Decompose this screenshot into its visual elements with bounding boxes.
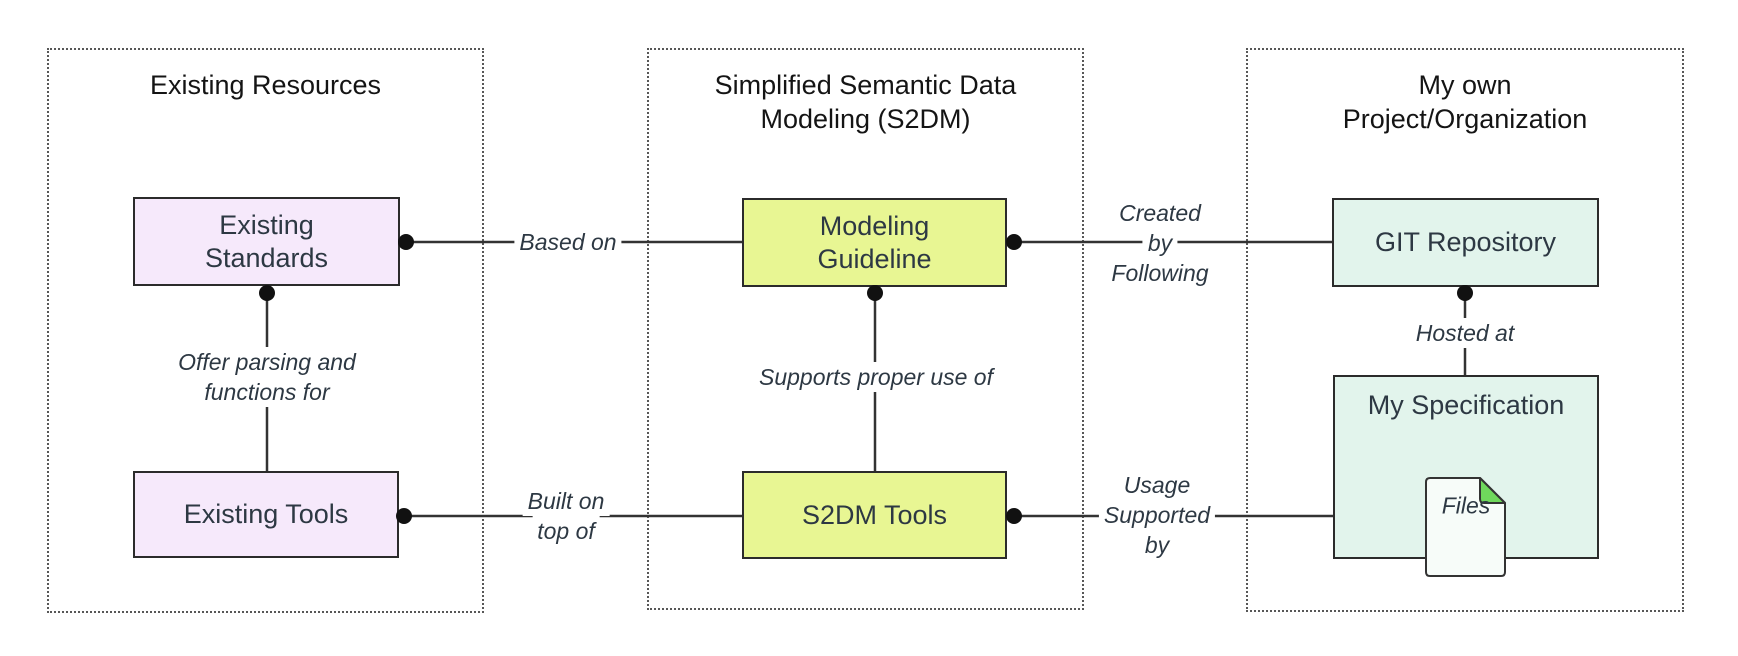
edge-label-based-on: Based on [514,227,622,257]
edge-label-supports: Supports proper use of [754,362,998,392]
edge-label-line: top of [532,516,600,546]
node-modeling-guideline: Modeling Guideline [742,198,1007,287]
edge-label-line: Offer parsing and [173,347,361,377]
group-existing-resources: Existing Resources [47,48,484,613]
group-title-line: Existing Resources [149,70,382,100]
edge-label-line: Built on [522,486,610,516]
group-s2dm-title: Simplified Semantic Data Modeling (S2DM) [649,68,1082,136]
edge-label-line: functions for [199,377,335,407]
edge-label-line: by [1142,228,1178,258]
group-title-line: My own [1418,70,1512,100]
group-title-line: Project/Organization [1342,104,1588,134]
edge-label-hosted-at: Hosted at [1410,318,1520,348]
node-git-repository: GIT Repository [1332,198,1599,287]
group-title-line: Simplified Semantic Data [714,70,1017,100]
group-title-line: Modeling (S2DM) [760,104,971,134]
group-my-project: My own Project/Organization [1246,48,1684,612]
edge-label-line: Created [1114,198,1206,228]
edge-label-line: Following [1106,258,1214,288]
group-s2dm: Simplified Semantic Data Modeling (S2DM) [647,48,1084,610]
edge-label-line: Hosted at [1410,318,1520,348]
node-existing-tools: Existing Tools [133,471,399,558]
edge-label-usage-supported: Usage Supported by [1098,470,1216,560]
node-my-specification: My Specification Files [1333,375,1599,577]
edge-label-line: Usage [1118,470,1196,500]
edge-label-line: Supports proper use of [754,362,998,392]
edge-label-line: Based on [514,227,622,257]
group-existing-resources-title: Existing Resources [49,68,482,102]
edge-label-offer-parsing: Offer parsing and functions for [173,347,361,407]
edge-label-created-by: Created by Following [1106,198,1214,288]
files-document-icon: Files [1423,443,1509,577]
edge-label-built-on: Built on top of [522,486,610,546]
node-s2dm-tools: S2DM Tools [742,471,1007,559]
edge-label-line: by [1139,530,1175,560]
my-specification-label: My Specification [1367,390,1565,420]
node-existing-standards: Existing Standards [133,197,400,286]
group-my-project-title: My own Project/Organization [1248,68,1682,136]
files-label: Files [1441,492,1491,519]
edge-label-line: Supported [1098,500,1216,530]
